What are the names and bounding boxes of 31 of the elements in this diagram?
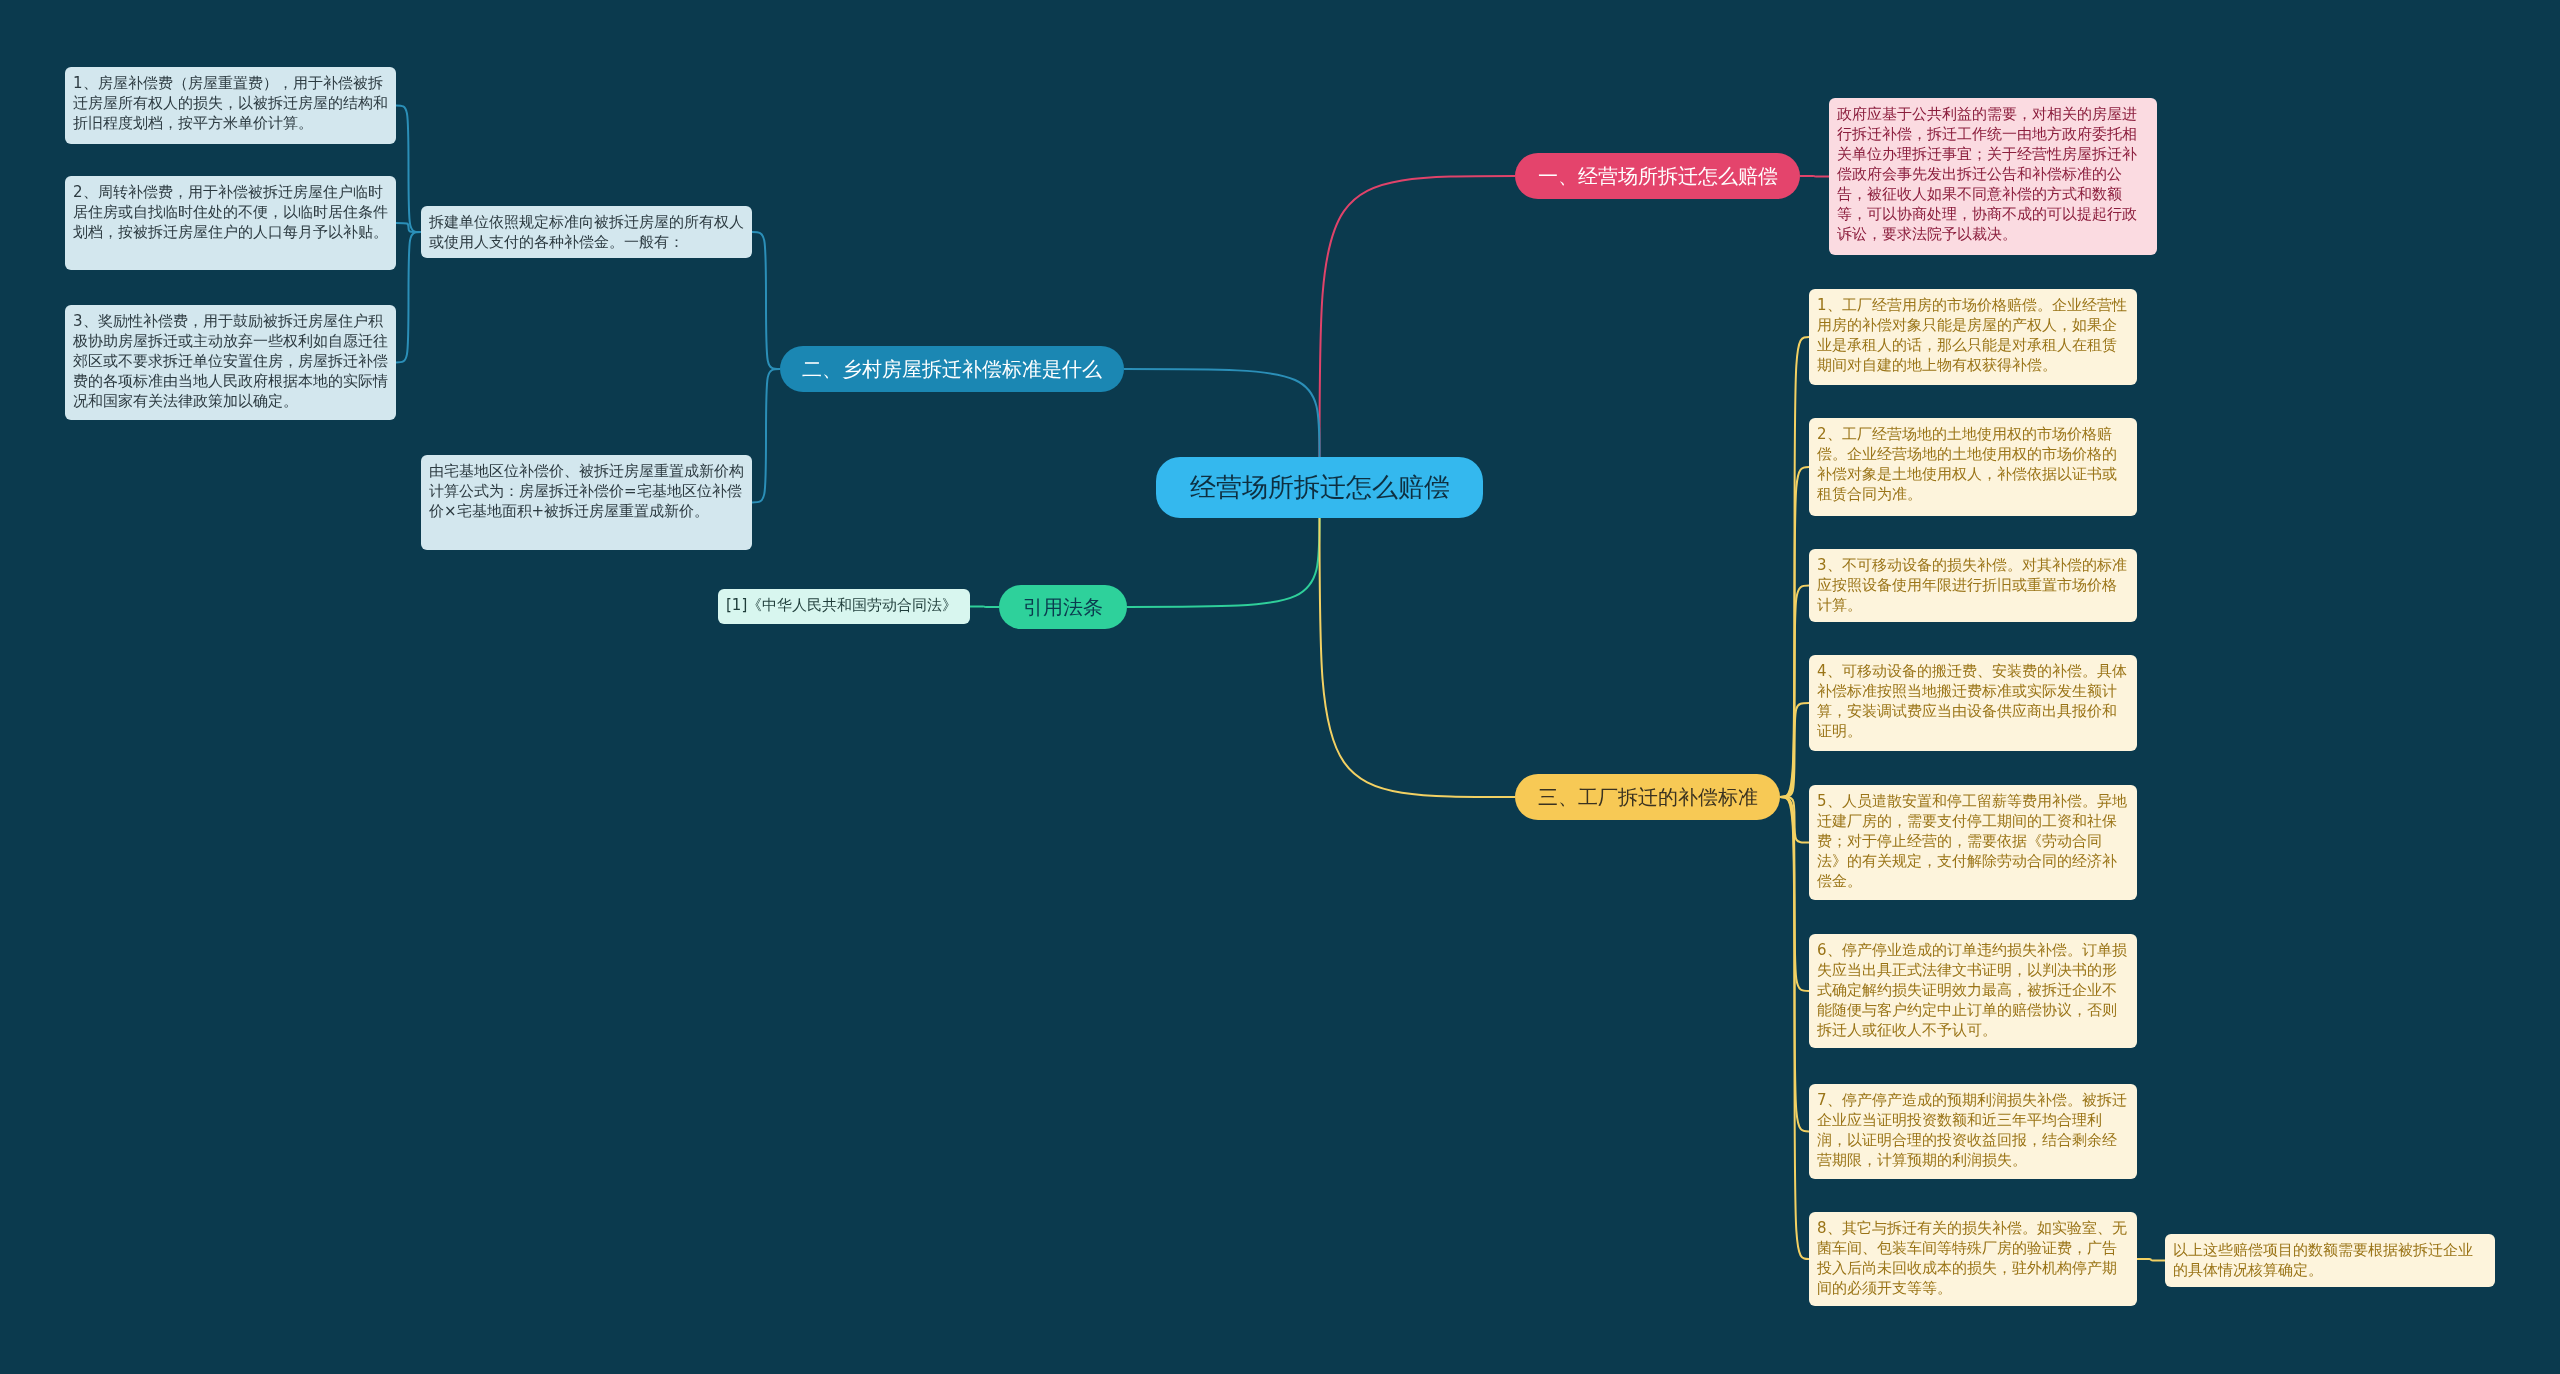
branch-topic: 引用法条 <box>999 585 1127 629</box>
connector <box>395 231 422 364</box>
note-card: 以上这些赔偿项目的数额需要根据被拆迁企业的具体情况核算确定。 <box>2165 1234 2495 1287</box>
connector <box>1318 175 1516 458</box>
note-card: 1、工厂经营用房的市场价格赔偿。企业经营性用房的补偿对象只能是房屋的产权人，如果企业是承租人的话，那么只能是对承租人在租赁期间对自建的地上物有权获得补偿。 <box>1809 289 2137 385</box>
connector <box>1779 796 1810 1260</box>
central-topic: 经营场所拆迁怎么赔偿 <box>1156 457 1483 518</box>
note-card: 2、周转补偿费，用于补偿被拆迁房屋住户临时居住房或自找临时住处的不便，以临时居住条件划档，按被拆迁房屋住户的人口每月予以补贴。 <box>65 176 396 270</box>
note-card: 4、可移动设备的搬迁费、安装费的补偿。具体补偿标准按照当地搬迁费标准或实际发生额计算，安装调试费应当由设备供应商出具报价和证明。 <box>1809 655 2137 751</box>
connector <box>1126 517 1321 608</box>
note-card: 1、房屋补偿费（房屋重置费），用于补偿被拆迁房屋所有权人的损失，以被拆迁房屋的结构和折旧程度划档，按平方米单价计算。 <box>65 67 396 144</box>
branch-topic: 三、工厂拆迁的补偿标准 <box>1515 774 1780 820</box>
note-card: 拆建单位依照规定标准向被拆迁房屋的所有权人或使用人支付的各种补偿金。一般有： <box>421 206 752 258</box>
branch-topic: 一、经营场所拆迁怎么赔偿 <box>1515 153 1800 199</box>
connector <box>1318 517 1516 798</box>
note-card: 政府应基于公共利益的需要，对相关的房屋进行拆迁补偿，拆迁工作统一由地方政府委托相关单位办理拆迁事宜；关于经营性房屋拆迁补偿政府会事先发出拆迁公告和补偿标准的公告，被征收人如果不同意补偿的方式和数额等，可以协商处理，协商不成的可以提起行政诉讼，要求法院予以裁决。 <box>1829 98 2157 255</box>
citation-card: [1]《中华人民共和国劳动合同法》 <box>718 589 970 624</box>
note-card: 3、奖励性补偿费，用于鼓励被拆迁房屋住户积极协助房屋拆迁或主动放弃一些权利如自愿迁往郊区或不要求拆迁单位安置住房，房屋拆迁补偿费的各项标准由当地人民政府根据本地的实际情况和国家有关法律政策加以确定。 <box>65 305 396 420</box>
note-card: 8、其它与拆迁有关的损失补偿。如实验室、无菌车间、包装车间等特殊厂房的验证费，广告投入后尚未回收成本的损失，驻外机构停产期间的必须开支等等。 <box>1809 1212 2137 1306</box>
connector <box>969 605 1000 608</box>
branch-topic: 二、乡村房屋拆迁补偿标准是什么 <box>780 346 1124 392</box>
note-card: 7、停产停产造成的预期利润损失补偿。被拆迁企业应当证明投资数额和近三年平均合理利润，以证明合理的投资收益回报，结合剩余经营期限，计算预期的利润损失。 <box>1809 1084 2137 1179</box>
note-card: 3、不可移动设备的损失补偿。对其补偿的标准应按照设备使用年限进行折旧或重置市场价格计算。 <box>1809 549 2137 622</box>
connector <box>2136 1258 2166 1262</box>
note-card: 2、工厂经营场地的土地使用权的市场价格赔偿。企业经营场地的土地使用权的市场价格的补偿对象是土地使用权人，补偿依据以证书或租赁合同为准。 <box>1809 418 2137 516</box>
note-card: 6、停产停业造成的订单违约损失补偿。订单损失应当出具正式法律文书证明，以判决书的形式确定解约损失证明效力最高，被拆迁企业不能随便与客户约定中止订单的赔偿协议，否则拆迁人或征收人不予认可。 <box>1809 934 2137 1048</box>
note-card: 由宅基地区位补偿价、被拆迁房屋重置成新价构计算公式为：房屋拆迁补偿价=宅基地区位补偿价×宅基地面积+被拆迁房屋重置成新价。 <box>421 455 752 550</box>
connector <box>1799 175 1830 178</box>
note-card: 5、人员遣散安置和停工留薪等费用补偿。异地迁建厂房的，需要支付停工期间的工资和社保费；对于停止经营的，需要依据《劳动合同法》的有关规定，支付解除劳动合同的经济补偿金。 <box>1809 785 2137 900</box>
connector <box>1123 368 1321 458</box>
connector <box>751 368 781 504</box>
